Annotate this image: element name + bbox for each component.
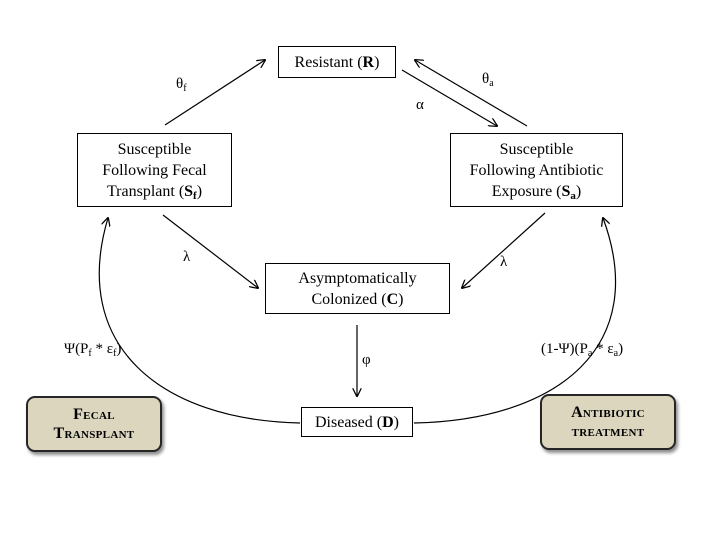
rate-theta-f: θf xyxy=(176,76,187,94)
rate-lambda-left: λ xyxy=(183,249,191,265)
badge-antibiotic-treatment: Antibiotic treatment xyxy=(540,394,676,450)
rate-fecal-transplant: Ψ(Pf * εf) xyxy=(64,341,122,359)
arrow-sf-to-colonized xyxy=(162,214,258,288)
arrow-diseased-to-sf xyxy=(98,218,301,424)
rate-lambda-right: λ xyxy=(500,254,508,270)
arrow-resistant-to-sa xyxy=(401,69,497,126)
node-colonized: Asymptomatically Colonized (C) xyxy=(265,263,450,314)
node-susceptible-fecal: Susceptible Following Fecal Transplant (… xyxy=(77,133,232,207)
rate-phi: φ xyxy=(362,352,371,368)
node-susceptible-antibiotic: Susceptible Following Antibiotic Exposur… xyxy=(450,133,623,207)
badge-fecal-transplant: Fecal Transplant xyxy=(26,396,162,452)
node-diseased: Diseased (D) xyxy=(301,407,413,437)
arrow-diseased-to-sa xyxy=(413,218,617,424)
rate-alpha: α xyxy=(416,97,424,113)
arrow-sa-to-resistant xyxy=(415,60,528,127)
arrow-sf-to-resistant xyxy=(164,60,265,126)
node-resistant: Resistant (R) xyxy=(278,46,396,78)
rate-antibiotic-treatment: (1-Ψ)(Pa * εa) xyxy=(541,341,624,359)
arrow-sa-to-colonized xyxy=(462,212,546,288)
rate-theta-a: θa xyxy=(482,71,494,89)
